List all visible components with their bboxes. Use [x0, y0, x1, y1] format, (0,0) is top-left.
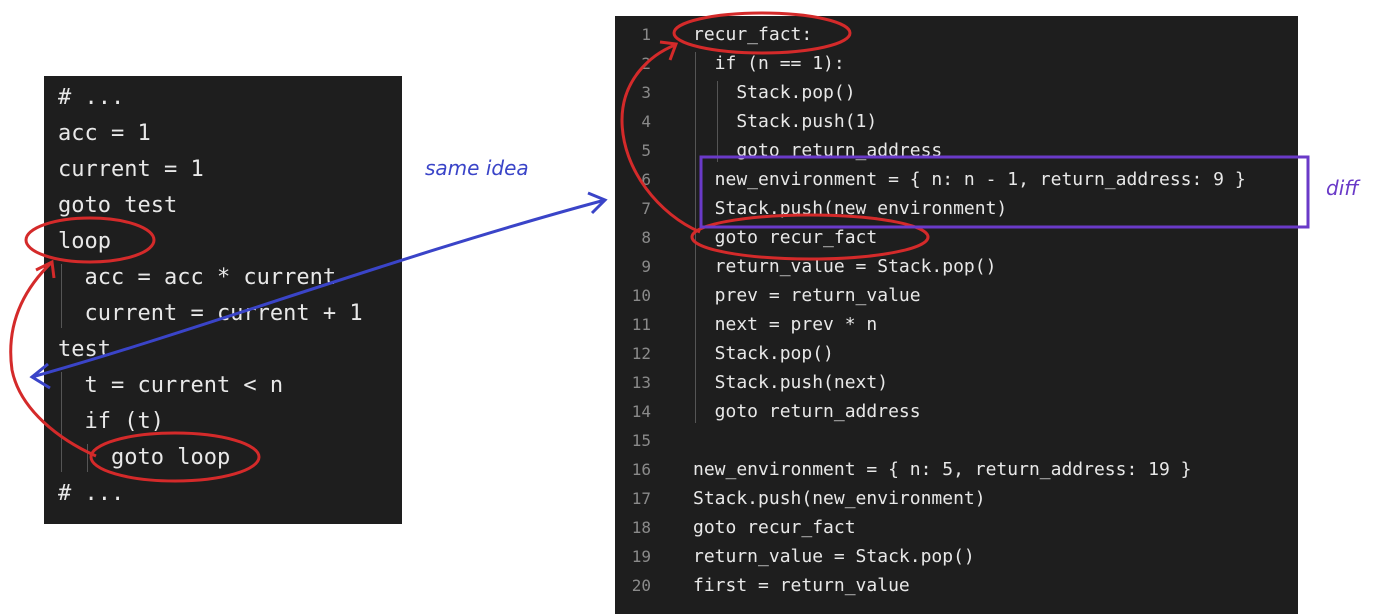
- code-text: first = return_value: [693, 575, 910, 596]
- left-code-line: if (t): [58, 409, 164, 434]
- line-number: 17: [631, 489, 651, 508]
- code-text: Stack.pop(): [693, 82, 856, 103]
- code-text: new_environment = { n: n - 1, return_add…: [693, 169, 1246, 190]
- left-code-line: goto test: [58, 193, 178, 218]
- left-code-line: test: [58, 337, 111, 362]
- code-text: next = prev * n: [693, 314, 878, 335]
- right-code-line: 14 goto return_address: [615, 397, 1298, 426]
- same-idea-label: same idea: [425, 156, 529, 180]
- right-code-line: 1 recur_fact:: [615, 20, 1298, 49]
- left-code-panel: # ... acc = 1 current = 1 goto test loop acc…: [44, 76, 402, 524]
- same-idea-arrowhead-right: [587, 191, 608, 215]
- indent-guide: [695, 52, 696, 423]
- indent-guide: [61, 372, 62, 472]
- line-number: 20: [631, 576, 651, 595]
- right-code-line: 15: [615, 426, 1298, 455]
- right-code-line: 12 Stack.pop(): [615, 339, 1298, 368]
- code-text: goto return_address: [693, 401, 921, 422]
- right-code-line: 19 return_value = Stack.pop(): [615, 542, 1298, 571]
- code-text: Stack.push(1): [693, 111, 878, 132]
- line-number: 5: [641, 141, 651, 160]
- left-code-line: acc = 1: [58, 121, 151, 146]
- right-code-line: 20 first = return_value: [615, 571, 1298, 600]
- line-number: 13: [631, 373, 651, 392]
- code-text: Stack.pop(): [693, 343, 834, 364]
- left-code-line: current = 1: [58, 157, 204, 182]
- line-number: 4: [641, 112, 651, 131]
- line-number: 10: [631, 286, 651, 305]
- indent-guide: [61, 264, 62, 328]
- right-code-line: 17 Stack.push(new_environment): [615, 484, 1298, 513]
- line-number: 3: [641, 83, 651, 102]
- right-code-line: 2 if (n == 1):: [615, 49, 1298, 78]
- line-number: 14: [631, 402, 651, 421]
- line-number: 16: [631, 460, 651, 479]
- diff-label: diff: [1326, 176, 1359, 200]
- line-number: 15: [631, 431, 651, 450]
- right-code-line: 6 new_environment = { n: n - 1, return_a…: [615, 165, 1298, 194]
- code-text: goto recur_fact: [693, 517, 856, 538]
- line-number: 9: [641, 257, 651, 276]
- right-code-line: 16 new_environment = { n: 5, return_addre…: [615, 455, 1298, 484]
- line-number: 8: [641, 228, 651, 247]
- code-text: Stack.push(new_environment): [693, 488, 986, 509]
- right-code-panel: 1 recur_fact: 2 if (n == 1): 3 Stack.pop() 4…: [615, 16, 1298, 614]
- left-code-line: goto loop: [58, 445, 231, 470]
- indent-guide: [717, 81, 718, 162]
- right-code-line: 11 next = prev * n: [615, 310, 1298, 339]
- left-code-line: # ...: [58, 481, 125, 506]
- left-code-line: acc = acc * current: [58, 265, 337, 290]
- right-code-line: 13 Stack.push(next): [615, 368, 1298, 397]
- line-number: 6: [641, 170, 651, 189]
- line-number: 1: [641, 25, 651, 44]
- right-code-line: 7 Stack.push(new_environment): [615, 194, 1298, 223]
- code-text: Stack.push(new_environment): [693, 198, 1008, 219]
- left-code-line: loop: [58, 229, 111, 254]
- left-code-line: # ...: [58, 85, 125, 110]
- code-text: return_value = Stack.pop(): [693, 546, 975, 567]
- line-number: 2: [641, 54, 651, 73]
- code-text: recur_fact:: [693, 24, 813, 45]
- line-number: 12: [631, 344, 651, 363]
- right-code-line: 9 return_value = Stack.pop(): [615, 252, 1298, 281]
- line-number: 19: [631, 547, 651, 566]
- line-number: 11: [631, 315, 651, 334]
- indent-guide: [87, 444, 88, 472]
- right-code-line: 10 prev = return_value: [615, 281, 1298, 310]
- line-number: 18: [631, 518, 651, 537]
- code-text: goto return_address: [693, 140, 943, 161]
- line-number: 7: [641, 199, 651, 218]
- code-text: return_value = Stack.pop(): [693, 256, 997, 277]
- right-code-line: 8 goto recur_fact: [615, 223, 1298, 252]
- code-text: if (n == 1):: [693, 53, 845, 74]
- code-text: new_environment = { n: 5, return_address…: [693, 459, 1192, 480]
- right-code-line: 18 goto recur_fact: [615, 513, 1298, 542]
- code-text: goto recur_fact: [693, 227, 878, 248]
- code-text: prev = return_value: [693, 285, 921, 306]
- left-code-line: t = current < n: [58, 373, 284, 398]
- left-code-line: current = current + 1: [58, 301, 363, 326]
- code-text: Stack.push(next): [693, 372, 889, 393]
